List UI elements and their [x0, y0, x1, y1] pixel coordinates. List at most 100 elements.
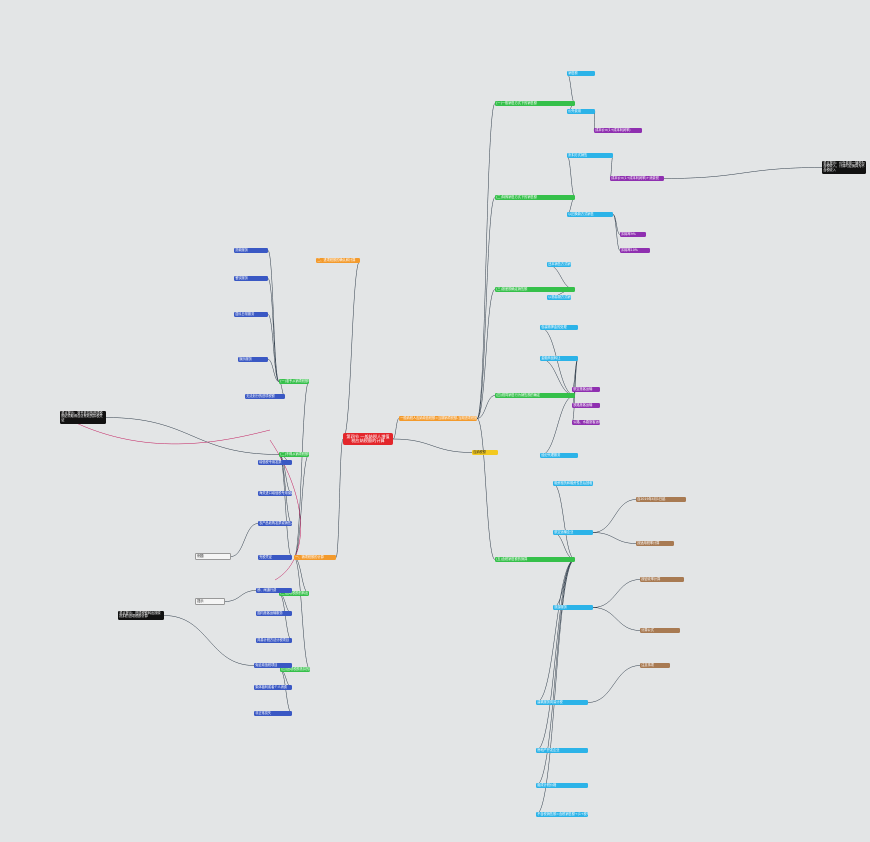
mind-map-node[interactable]: 简易计税方法计税项目 — [256, 638, 292, 643]
mind-map-node[interactable]: 航空旅客运输 — [572, 387, 600, 392]
connector-line — [163, 615, 255, 666]
connector-line — [278, 593, 293, 641]
mind-map-node[interactable]: 组成计税价格 — [536, 783, 588, 788]
mind-map-node[interactable]: 房地产开发企业 — [536, 748, 588, 753]
mind-map-node[interactable]: 还本销售方式销售 — [547, 262, 571, 267]
connector-line — [267, 314, 280, 382]
connector-line — [592, 499, 637, 533]
connector-line — [552, 483, 576, 560]
mind-map-node[interactable]: 贷款服务 — [234, 248, 268, 253]
mind-map-node[interactable]: 一、销项税额的计算 — [294, 555, 336, 560]
mind-map-node[interactable]: 经纪代理服务 — [540, 453, 578, 458]
mind-map-node[interactable]: 桥、闸通行费 — [256, 588, 292, 593]
mind-map-node[interactable]: 重点提示：准予抵扣的进项税额必须取得合法有效的扣税凭证 — [60, 411, 106, 424]
connector-line — [571, 358, 579, 406]
mind-map-node[interactable]: 增值税专用发票 — [258, 460, 292, 465]
connector-line — [230, 523, 259, 557]
mind-map-node[interactable]: 第四节 一般纳税人增值税应纳税额的计算 — [343, 433, 393, 446]
mind-map-node[interactable]: 按征收率计算 — [640, 577, 684, 582]
connector-line — [267, 250, 280, 382]
connector-line — [552, 559, 576, 608]
cross-link-line — [69, 419, 271, 445]
connector-line — [663, 167, 823, 179]
mind-map-node[interactable]: 免征增值税项目 — [254, 663, 292, 668]
connector-line — [267, 359, 280, 382]
mind-map-node[interactable]: 注意事项 — [640, 663, 670, 668]
connector-line — [476, 418, 496, 560]
mind-map-node[interactable]: (三)按差额确定销售额 — [495, 287, 575, 292]
mind-map-node[interactable]: 扣除率9% — [620, 232, 646, 237]
connector-line — [278, 454, 293, 558]
mind-map-node[interactable]: 完税凭证 — [258, 555, 292, 560]
connector-line — [293, 557, 311, 670]
mind-map-node[interactable]: 居民日常服务 — [234, 312, 268, 317]
mind-map-node[interactable]: 农产品收购发票或销售发票 — [258, 521, 292, 526]
mind-map-node[interactable]: (四)进项税额抵扣的期限 — [280, 667, 310, 672]
mind-map-node[interactable]: 非正常损失 — [254, 711, 292, 716]
mind-map-node[interactable]: 成本价×(1+成本利润率)+消费税 — [610, 176, 664, 181]
connector-line — [535, 559, 576, 703]
connector-line — [342, 260, 361, 440]
mind-map-node[interactable]: 建筑服务简易计税 — [536, 700, 588, 705]
mind-map-node[interactable]: 以物易物方式销售 — [547, 295, 571, 300]
connector-line — [335, 438, 344, 558]
mind-map-node[interactable]: (四)视同销售行为销售额的确定 — [495, 393, 575, 398]
mind-map-node[interactable]: 一般纳税人应纳增值税额=当期销项税额-当期进项税额，当期销项税额小于进项税额，不… — [399, 416, 477, 421]
connector-line — [546, 264, 576, 290]
mind-map-node[interactable]: 旅游服务 — [553, 605, 593, 610]
mind-map-node[interactable]: 包装物押金的处理 — [540, 325, 578, 330]
mind-map-node[interactable]: 餐饮服务 — [234, 276, 268, 281]
connector-line — [535, 559, 576, 751]
mind-map-node[interactable]: 娱乐服务 — [238, 357, 268, 362]
connector-line — [552, 532, 576, 560]
mind-map-node[interactable]: 价外费用 — [567, 109, 595, 114]
connector-line — [279, 669, 293, 714]
mind-map-node[interactable]: 集体福利或者个人消费 — [254, 685, 292, 690]
connector-line — [392, 418, 400, 440]
mind-map-node[interactable]: 无法划分的进项税额 — [245, 394, 285, 399]
mind-map-node[interactable]: (二)特殊销售方式下的销售额 — [495, 195, 575, 200]
mind-map-node[interactable]: 计算公式 — [640, 628, 680, 633]
mind-map-node[interactable]: 重点提示：价外费用一律视为含税收入，计算时应换算为不含税收入 — [822, 160, 866, 174]
mind-map-node[interactable]: 销售额 — [567, 71, 595, 76]
mind-map-node[interactable]: 以旧换新方式销售 — [567, 212, 613, 217]
connector-line — [476, 395, 496, 419]
connector-line — [539, 395, 576, 456]
connector-line — [392, 438, 473, 453]
mind-map-node[interactable]: 扣除率10% — [620, 248, 650, 253]
mind-map-node[interactable]: (五)含税销售额的换算 — [495, 557, 575, 562]
mind-map-node[interactable]: (三)进项税额的转出 — [279, 591, 309, 596]
mind-map-node[interactable]: (一)一般销售方式下的销售额 — [495, 101, 575, 106]
mind-map-node[interactable]: 海关进口增值税专用缴款书 — [258, 491, 292, 496]
connector-line — [293, 557, 310, 594]
mind-map-node[interactable]: 国内旅客运输服务 — [256, 611, 292, 616]
connector-line — [539, 358, 576, 396]
mind-map-node[interactable]: 融资租赁和融资性售后回租 — [553, 481, 593, 486]
mind-map-node[interactable]: 例题 — [195, 553, 231, 560]
mind-map-node[interactable]: (二)不得从销项税额中抵扣的进项税额 — [279, 452, 309, 457]
connector-line — [535, 559, 576, 815]
mind-map-node[interactable]: 不含税销售额=含税销售额÷(1+税率) — [536, 812, 588, 817]
connector-line — [612, 214, 621, 251]
mind-map-node[interactable]: 航空运输企业 — [553, 530, 593, 535]
connector-line — [293, 381, 310, 558]
mind-map-node[interactable]: 提示 — [195, 598, 225, 605]
mind-map-node[interactable]: 按适用税率计算 — [636, 541, 674, 546]
mind-map-node[interactable]: 应纳税额 — [472, 450, 498, 455]
mind-map-node[interactable]: 自2019年4月1日起 — [636, 497, 686, 502]
mind-map-node[interactable]: 成本价×(1+成本利润率) — [594, 128, 642, 133]
connector-line — [592, 607, 641, 631]
mind-map-node[interactable]: 重点提示：进项税额转出按原抵扣的进项税额计算 — [118, 611, 164, 620]
mind-map-node[interactable]: 公路、水路旅客运输 — [572, 420, 600, 425]
mind-map-node[interactable]: 二、进项税额的确认和计算 — [316, 258, 360, 263]
mind-map-node[interactable]: 铁路旅客运输 — [572, 403, 600, 408]
mind-map-node[interactable]: (一)准予从销项税额中抵扣的进项税额 — [279, 379, 309, 384]
connector-line — [592, 532, 637, 544]
connector-line — [566, 155, 576, 198]
mind-map-node[interactable]: 折扣方式销售 — [567, 153, 613, 158]
mind-map-node[interactable]: 金融商品转让 — [540, 356, 578, 361]
connector-line — [105, 417, 280, 455]
connector-line — [539, 327, 576, 396]
connector-line — [566, 73, 576, 104]
